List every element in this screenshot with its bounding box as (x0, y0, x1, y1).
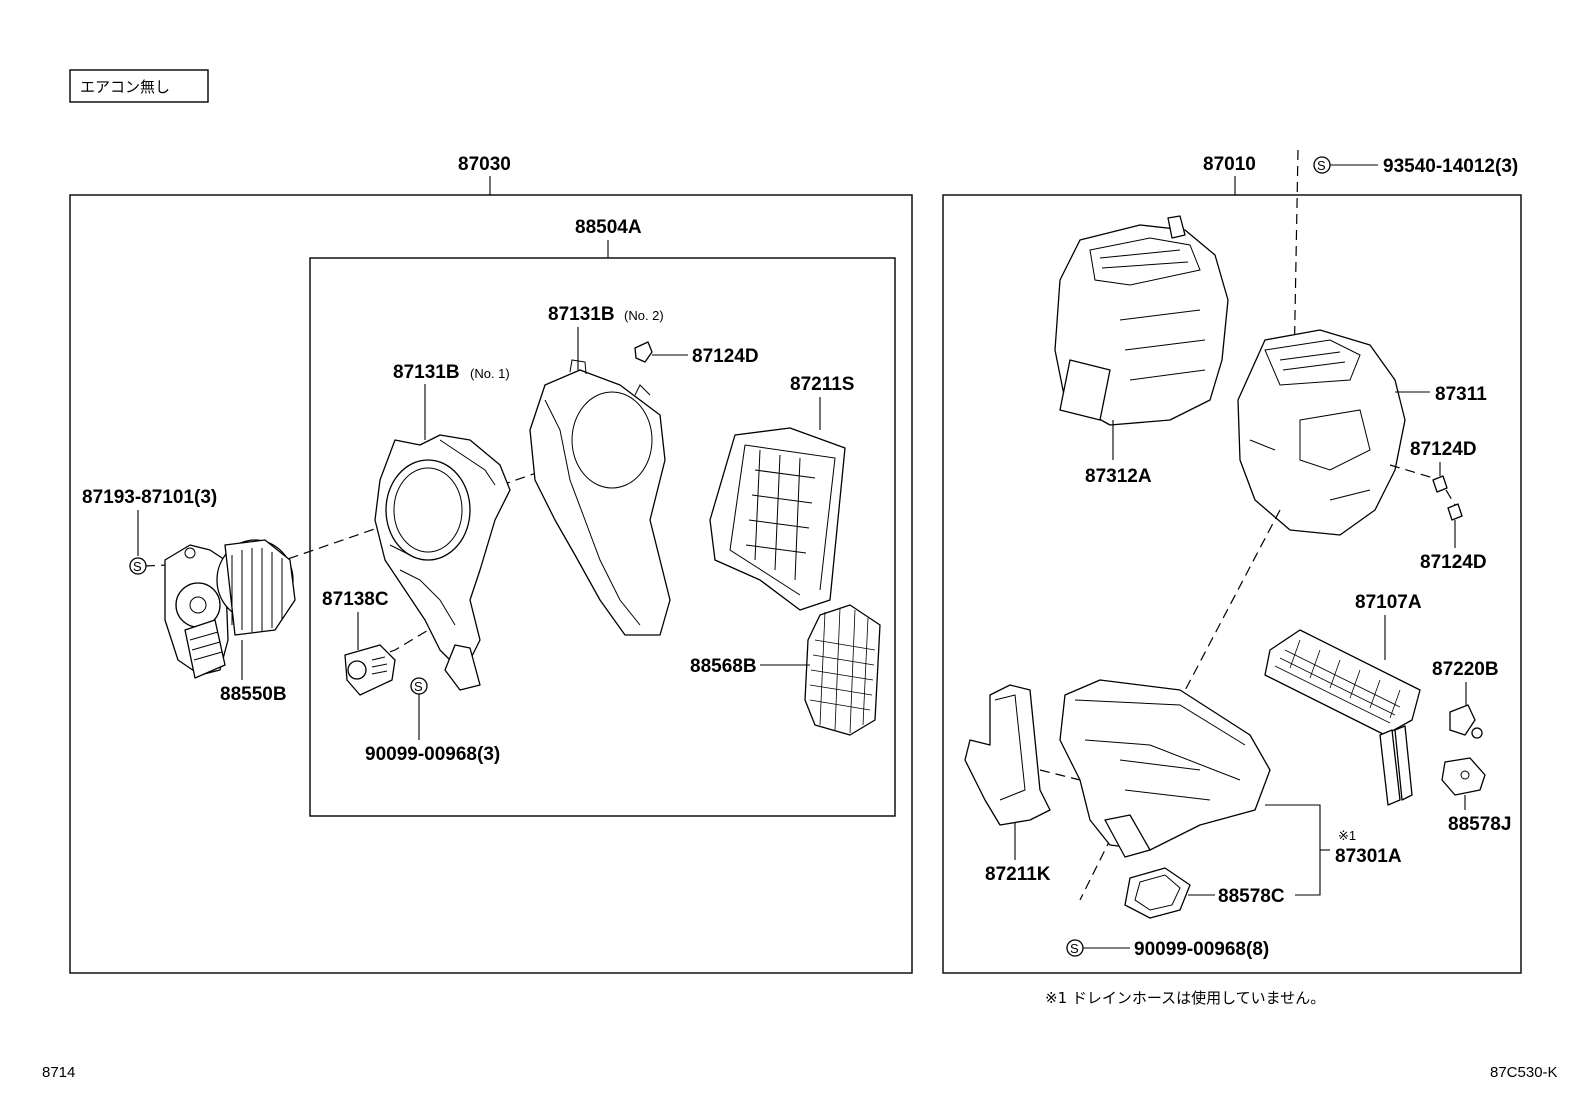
upper-case-label[interactable]: 87312A (1085, 466, 1152, 487)
screw-marker-icon: S (1066, 939, 1084, 957)
filter-frame-label[interactable]: 87211S (790, 374, 854, 395)
screw-bottom-label[interactable]: 90099-00968(8) (1134, 939, 1269, 960)
filter-part (804, 604, 881, 736)
heater-core-label[interactable]: 87107A (1355, 592, 1422, 613)
lower-case-label[interactable]: 87301A (1335, 846, 1402, 867)
clip-right-a-part (1432, 475, 1448, 493)
screw-mid-label[interactable]: 90099-00968(3) (365, 744, 500, 765)
case-no1-label[interactable]: 87131B (393, 362, 460, 383)
blower-case-subassy-frame (309, 257, 896, 817)
svg-text:S: S (1070, 941, 1079, 956)
pad-part (1441, 757, 1486, 796)
clip-right-b-label[interactable]: 87124D (1420, 552, 1487, 573)
page-number: 8714 (42, 1064, 75, 1081)
screw-marker-icon: S (1313, 156, 1331, 174)
duct-label[interactable]: 87211K (985, 864, 1051, 885)
diagram-code: 87C530-K (1490, 1064, 1558, 1081)
seal-label[interactable]: 88578C (1218, 886, 1285, 907)
lower-case-note: ※1 (1338, 828, 1356, 843)
clip-left-label[interactable]: 87124D (692, 346, 759, 367)
lower-case-part (1059, 679, 1271, 858)
case-no2-suffix: (No. 2) (624, 308, 664, 323)
condition-tag-text: エアコン無し (80, 78, 170, 96)
clip-right-b-part (1447, 503, 1463, 521)
case-no1-part (374, 434, 511, 691)
footnote: ※1 ドレインホースは使用していません。 (1045, 989, 1325, 1007)
case-no2-label[interactable]: 87131B (548, 304, 615, 325)
pad-label[interactable]: 88578J (1448, 814, 1511, 835)
blower-case-subassy-part-no[interactable]: 88504A (575, 217, 642, 238)
heater-core-part (1264, 629, 1421, 806)
blower-assembly-part-no[interactable]: 87030 (458, 154, 511, 175)
case-no1-suffix: (No. 1) (470, 366, 510, 381)
resistor-part (344, 644, 396, 696)
clamp-label[interactable]: 87220B (1432, 659, 1499, 680)
filter-frame-part (709, 427, 846, 611)
screw-left-label[interactable]: 87193-87101(3) (82, 487, 217, 508)
svg-text:S: S (414, 679, 423, 694)
heater-unit-group: 87010 S 93540-14012(3) 87312A (942, 149, 1522, 974)
svg-text:S: S (1317, 158, 1326, 173)
heater-unit-part-no[interactable]: 87010 (1203, 154, 1256, 175)
blower-assembly-frame (69, 194, 913, 974)
upper-case-part (1054, 215, 1229, 426)
screw-marker-icon: S (129, 557, 147, 575)
heater-unit-frame (942, 194, 1522, 974)
blower-motor-part (164, 539, 296, 679)
duct-part (964, 684, 1051, 826)
motor-label[interactable]: 88550B (220, 684, 287, 705)
resistor-label[interactable]: 87138C (322, 589, 389, 610)
heater-case-label[interactable]: 87311 (1435, 384, 1487, 405)
blower-assembly-group: 87030 88504A 87193-87101(3) S 8855 (69, 154, 913, 974)
clip-left-part (634, 341, 653, 363)
screw-marker-icon: S (410, 677, 428, 695)
clip-right-a-label[interactable]: 87124D (1410, 439, 1477, 460)
condition-tag: エアコン無し (69, 69, 209, 103)
svg-text:S: S (133, 559, 142, 574)
heater-case-part (1237, 329, 1406, 536)
seal-part (1124, 867, 1191, 919)
screw-top-label[interactable]: 93540-14012(3) (1383, 156, 1518, 177)
filter-label[interactable]: 88568B (690, 656, 757, 677)
clamp-part (1449, 704, 1483, 739)
case-no2-part (529, 359, 671, 636)
